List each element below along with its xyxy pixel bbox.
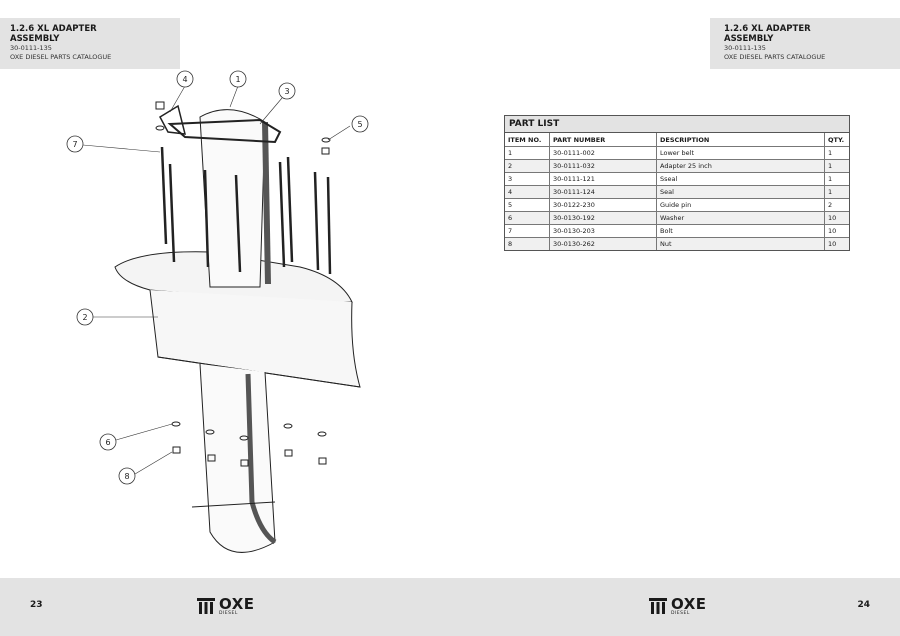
cell: Bolt: [656, 224, 825, 238]
right-page-header: 1.2.6 XL ADAPTER ASSEMBLY 30-0111-135 OX…: [710, 18, 900, 69]
header-part-number: 30-0111-135: [10, 44, 52, 52]
page-number-right: 24: [857, 600, 870, 610]
cell: Lower belt: [656, 146, 825, 160]
header-catalogue: OXE DIESEL PARTS CATALOGUE: [724, 53, 826, 61]
callout-3: [278, 82, 296, 100]
cell: Seal: [656, 185, 825, 199]
cell: Nut: [656, 237, 825, 250]
cell: 30-0111-121: [549, 172, 657, 186]
cell: 30-0111-002: [549, 146, 657, 160]
cell: 2: [505, 159, 550, 173]
cell: 10: [824, 224, 849, 238]
part-list-table: PART LIST ITEM NO. PART NUMBER DESCRIPTI…: [504, 115, 850, 251]
callout-4: [176, 70, 194, 88]
exploded-assembly-drawing: 4 1 3 5 7 2 6 8: [66, 70, 369, 553]
cell: 3: [505, 172, 550, 186]
header-title: 1.2.6 XL ADAPTER: [10, 24, 97, 34]
callout-1: [229, 70, 247, 88]
callout-label: 1: [235, 75, 240, 84]
part-list-title: PART LIST: [505, 116, 849, 133]
oxe-logo-right: OXE DIESEL: [648, 596, 707, 616]
cell: 10: [824, 237, 849, 250]
cell: 30-0111-124: [549, 185, 657, 199]
callout-label: 3: [284, 87, 289, 96]
cell: 6: [505, 211, 550, 225]
callout-label: 7: [72, 140, 77, 149]
header-title: ASSEMBLY: [724, 34, 774, 44]
header-part-number: 30-0111-135: [724, 44, 766, 52]
cell: 30-0111-032: [549, 159, 657, 173]
cell: 2: [824, 198, 849, 212]
cell: 4: [505, 185, 550, 199]
cell: 10: [824, 211, 849, 225]
logo-subtext: DIESEL: [219, 610, 238, 616]
oxe-logo-left: OXE DIESEL: [196, 596, 255, 616]
cell: 8: [505, 237, 550, 250]
callout-7: [66, 135, 84, 153]
cell: 30-0130-203: [549, 224, 657, 238]
callout-5: [351, 115, 369, 133]
cell: 1: [824, 159, 849, 173]
callout-2: [76, 308, 94, 326]
cell: Guide pin: [656, 198, 825, 212]
oxe-trident-icon: [197, 598, 215, 614]
cell: Adapter 25 inch: [656, 159, 825, 173]
oxe-trident-icon: [649, 598, 667, 614]
cell: 5: [505, 198, 550, 212]
cell: Sseal: [656, 172, 825, 186]
cell: 30-0122-230: [549, 198, 657, 212]
left-page-header: 1.2.6 XL ADAPTER ASSEMBLY 30-0111-135 OX…: [0, 18, 180, 69]
logo-word: OXE: [671, 594, 707, 613]
callout-label: 5: [357, 120, 362, 129]
callout-6: [99, 433, 117, 451]
column-header: ITEM NO.: [505, 133, 550, 147]
header-title: 1.2.6 XL ADAPTER: [724, 24, 811, 34]
cell: 30-0130-192: [549, 211, 657, 225]
callout-label: 2: [82, 313, 87, 322]
callout-8: [118, 467, 136, 485]
page-footer: [0, 578, 900, 636]
cell: 1: [505, 146, 550, 160]
logo-word: OXE: [219, 594, 255, 613]
callout-label: 8: [124, 472, 129, 481]
cell: Washer: [656, 211, 825, 225]
header-title: ASSEMBLY: [10, 34, 60, 44]
cell: 30-0130-262: [549, 237, 657, 250]
header-catalogue: OXE DIESEL PARTS CATALOGUE: [10, 53, 112, 61]
cell: 7: [505, 224, 550, 238]
callout-label: 6: [105, 438, 110, 447]
page-number-left: 23: [30, 600, 43, 610]
cell: 1: [824, 146, 849, 160]
callout-label: 4: [182, 75, 187, 84]
column-header: QTY.: [824, 133, 849, 147]
column-header: PART NUMBER: [549, 133, 657, 147]
cell: 1: [824, 185, 849, 199]
cell: 1: [824, 172, 849, 186]
logo-subtext: DIESEL: [671, 610, 690, 616]
column-header: DESCRIPTION: [656, 133, 825, 147]
